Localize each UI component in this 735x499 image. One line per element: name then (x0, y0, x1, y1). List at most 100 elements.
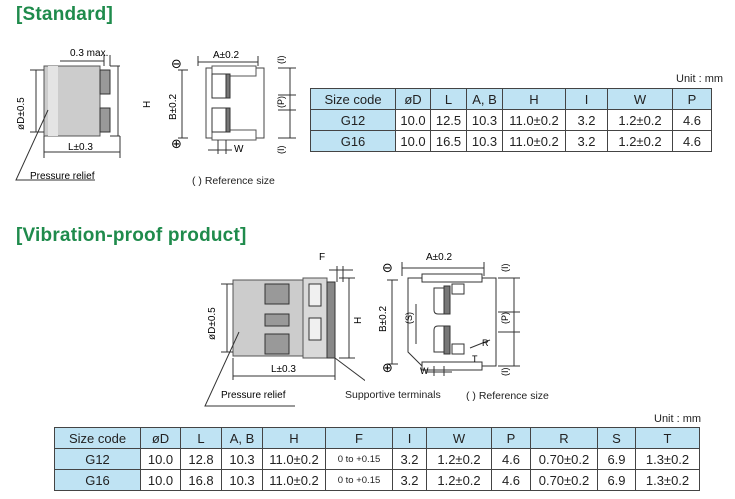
vibration-reference-note: ( ) Reference size (466, 390, 549, 402)
header-cell: P (672, 88, 712, 110)
vibration-diameter-label: øD±0.5 (207, 307, 218, 340)
header-cell: T (635, 427, 700, 449)
standard-pressure-relief-label: Pressure relief (30, 171, 95, 182)
header-cell: Size code (310, 88, 396, 110)
vibration-i-bottom-label: (I) (500, 368, 510, 377)
header-cell: W (607, 88, 673, 110)
standard-max-label: 0.3 max. (70, 48, 108, 59)
table-cell: 1.2±0.2 (426, 448, 492, 470)
header-cell: L (180, 427, 222, 449)
standard-height-label: H (142, 101, 153, 108)
header-cell: H (502, 88, 566, 110)
vibration-t-label: T (472, 354, 478, 364)
standard-heading: [Standard] (16, 4, 113, 25)
vibration-supportive-terminals-label: Supportive terminals (345, 389, 441, 401)
table-cell: 6.9 (597, 448, 636, 470)
vibration-i-top-label: (I) (500, 264, 510, 273)
table-row: G16 10.0 16.5 10.3 11.0±0.2 3.2 1.2±0.2 … (310, 130, 712, 152)
table-cell: 10.3 (466, 130, 503, 152)
vibration-length-label: L±0.3 (271, 364, 296, 375)
table-cell: 0.70±0.2 (530, 469, 598, 491)
header-cell: F (325, 427, 393, 449)
table-header-row: Size code øD L A, B H F I W P R S T (54, 427, 700, 449)
vibration-bottom-view-drawing: A±0.2 B±0.2 (S) (I) (P) (I) R T W ⊖ ⊕ (378, 252, 520, 377)
table-cell: 4.6 (672, 109, 712, 131)
header-cell: H (262, 427, 326, 449)
table-cell: 1.2±0.2 (426, 469, 492, 491)
vibration-s-label: (S) (404, 312, 414, 324)
standard-side-view-drawing: 0.3 max. øD±0.5 H L±0.3 Pressure relief (15, 48, 153, 182)
table-cell: 16.5 (430, 130, 467, 152)
minus-terminal-icon: ⊖ (171, 56, 182, 71)
table-cell: 3.2 (565, 130, 608, 152)
vibration-unit-note: Unit : mm (654, 413, 702, 425)
standard-i-bottom-label: (I) (276, 146, 286, 155)
table-cell: 4.6 (672, 130, 712, 152)
table-cell: 11.0±0.2 (262, 469, 326, 491)
table-cell: 10.0 (140, 469, 181, 491)
standard-length-label: L±0.3 (68, 142, 93, 153)
vibration-height-label: H (353, 317, 364, 324)
table-cell: 4.6 (491, 469, 531, 491)
table-row: G12 10.0 12.8 10.3 11.0±0.2 0 to +0.15 3… (54, 448, 700, 470)
table-cell: G16 (54, 469, 141, 491)
table-cell: 0.70±0.2 (530, 448, 598, 470)
vibration-w-label: W (420, 366, 429, 376)
header-cell: I (565, 88, 608, 110)
table-cell: 16.8 (180, 469, 222, 491)
table-cell: G16 (310, 130, 396, 152)
standard-bottom-view-drawing: A±0.2 B±0.2 (I) (P) (I) W ⊖ ⊕ (168, 50, 296, 155)
table-cell: 10.3 (466, 109, 503, 131)
minus-terminal-icon: ⊖ (382, 260, 393, 275)
header-cell: R (530, 427, 598, 449)
vibration-r-label: R (482, 338, 489, 348)
standard-spec-table: Size code øD L A, B H I W P G12 10.0 12.… (310, 88, 712, 152)
standard-p-label: (P) (276, 96, 286, 108)
standard-i-top-label: (I) (276, 56, 286, 65)
table-cell: G12 (310, 109, 396, 131)
vibration-pressure-relief-label: Pressure relief (221, 390, 286, 401)
table-cell: 12.5 (430, 109, 467, 131)
header-cell: I (392, 427, 427, 449)
header-cell: Size code (54, 427, 141, 449)
table-cell: 10.3 (221, 469, 263, 491)
table-cell: 1.3±0.2 (635, 448, 700, 470)
table-cell: 10.3 (221, 448, 263, 470)
header-cell: øD (140, 427, 181, 449)
table-cell: 1.2±0.2 (607, 130, 673, 152)
plus-terminal-icon: ⊕ (171, 136, 182, 151)
table-cell: 3.2 (392, 469, 427, 491)
header-cell: øD (395, 88, 431, 110)
standard-unit-note: Unit : mm (676, 73, 724, 85)
table-row: G12 10.0 12.5 10.3 11.0±0.2 3.2 1.2±0.2 … (310, 109, 712, 131)
standard-diameter-label: øD±0.5 (16, 97, 27, 130)
vibration-side-view-drawing: F øD±0.5 H L±0.3 Pressure relief (204, 252, 365, 407)
table-cell: 12.8 (180, 448, 222, 470)
plus-terminal-icon: ⊕ (382, 360, 393, 375)
table-cell: 6.9 (597, 469, 636, 491)
table-cell: 10.0 (395, 130, 431, 152)
header-cell: S (597, 427, 636, 449)
table-cell: 10.0 (395, 109, 431, 131)
table-header-row: Size code øD L A, B H I W P (310, 88, 712, 110)
table-cell: G12 (54, 448, 141, 470)
standard-reference-note: ( ) Reference size (192, 175, 275, 187)
header-cell: A, B (466, 88, 503, 110)
table-cell: 0 to +0.15 (325, 448, 393, 470)
table-cell: 0 to +0.15 (325, 469, 393, 491)
header-cell: P (491, 427, 531, 449)
standard-w-label: W (234, 144, 244, 155)
vibration-b-label: B±0.2 (378, 306, 389, 332)
header-cell: L (430, 88, 467, 110)
vibration-a-label: A±0.2 (426, 252, 452, 263)
table-cell: 11.0±0.2 (502, 130, 566, 152)
table-cell: 3.2 (392, 448, 427, 470)
table-cell: 10.0 (140, 448, 181, 470)
table-cell: 3.2 (565, 109, 608, 131)
table-row: G16 10.0 16.8 10.3 11.0±0.2 0 to +0.15 3… (54, 469, 700, 491)
header-cell: A, B (221, 427, 263, 449)
vibration-f-label: F (319, 252, 325, 263)
table-cell: 11.0±0.2 (262, 448, 326, 470)
table-cell: 1.2±0.2 (607, 109, 673, 131)
standard-a-label: A±0.2 (213, 50, 239, 61)
